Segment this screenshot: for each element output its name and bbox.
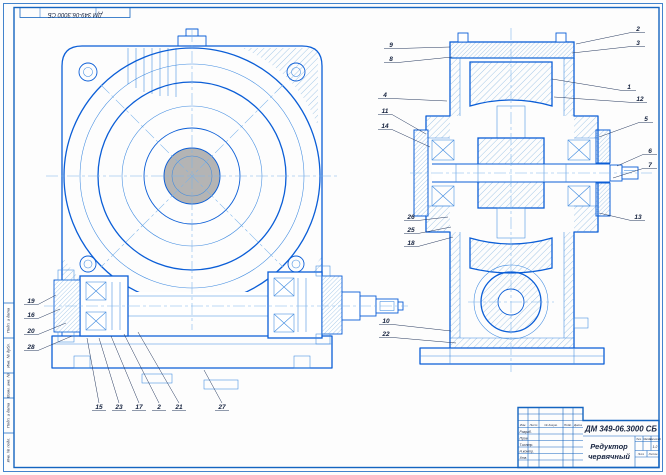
callout-label: 1 — [627, 84, 631, 91]
worm-shaft-end — [341, 291, 404, 321]
sheet-frame — [3, 3, 663, 472]
margin-label: Подп. и дата — [6, 307, 11, 333]
header-izm: Изм. — [520, 423, 527, 427]
callout-label: 27 — [217, 404, 226, 411]
sheets-label: Листов — [648, 453, 658, 456]
row-nkontr: Н.контр. — [520, 449, 534, 453]
callout-label: 7 — [648, 162, 652, 169]
callout-label: 5 — [644, 116, 648, 123]
callout-label: 12 — [636, 96, 644, 103]
callout-label: 15 — [95, 404, 103, 411]
callout-label: 17 — [135, 404, 143, 411]
sheet-label: Лист — [637, 453, 644, 456]
row-prov: Пров. — [520, 436, 529, 440]
document-number: ДМ 349-06.3000 СБ — [584, 425, 657, 434]
bearing-caps — [413, 129, 611, 217]
centerlines — [44, 30, 408, 330]
callout-label: 4 — [382, 92, 387, 99]
header-list: Лист — [529, 423, 538, 427]
drain-plug — [573, 317, 589, 329]
header-podp: Подп. — [564, 423, 572, 427]
section-hatch — [242, 48, 318, 126]
callout-label: 19 — [27, 298, 35, 305]
mass-label: Масса — [643, 438, 651, 441]
callout-label: 22 — [381, 331, 390, 338]
margin-label: Инв. № подл. — [6, 438, 11, 463]
margin-label: Взам. инв. № — [6, 372, 11, 397]
row-utv: Утв. — [520, 456, 528, 460]
callout-label: 14 — [381, 123, 389, 130]
row-tkontr: Т.контр. — [520, 443, 534, 447]
callout-label: 25 — [406, 227, 415, 234]
scale-label: Масштаб — [649, 438, 661, 441]
callout-label: 26 — [406, 214, 415, 221]
callout-label: 6 — [648, 148, 652, 155]
callout-label: 20 — [26, 328, 35, 335]
callout-label: 11 — [382, 108, 389, 115]
part-name-line2: червячный — [588, 452, 630, 461]
callout-label: 10 — [382, 318, 390, 325]
header-doc: № докум. — [544, 423, 557, 427]
callouts-left-view: 19 16 20 28 15 23 17 2 21 27 — [24, 294, 229, 411]
callouts-right-view: 9 8 4 11 14 26 25 18 10 22 2 3 1 12 5 6 … — [378, 26, 657, 344]
right-view — [410, 28, 652, 372]
margin-column: Инв. № подл. Подп. и дата Взам. инв. № И… — [3, 302, 14, 463]
callout-label: 18 — [407, 240, 415, 247]
output-shaft-bearings — [431, 139, 591, 207]
callout-label: 28 — [26, 344, 35, 351]
cooling-ribs — [127, 48, 177, 97]
callout-label: 2 — [635, 26, 640, 33]
corner-stamp: ДМ 349-06.3000 СБ — [19, 7, 131, 18]
part-name-line1: Редуктор — [590, 442, 628, 451]
top-cover — [449, 32, 575, 59]
callout-label: 21 — [174, 404, 183, 411]
scale-value: 1:2 — [653, 445, 658, 449]
callout-label: 13 — [634, 214, 642, 221]
callout-label: 16 — [27, 312, 35, 319]
base-section — [419, 347, 605, 365]
left-view — [44, 28, 408, 390]
callout-label: 3 — [636, 40, 640, 47]
header-date: Дата — [573, 423, 582, 427]
lit-label: Лит. — [635, 438, 642, 441]
callout-label: 9 — [389, 42, 393, 49]
corner-stamp-number: ДМ 349-06.3000 СБ — [48, 11, 104, 17]
callout-label: 8 — [389, 56, 393, 63]
row-razrab: Разраб. — [520, 430, 532, 434]
callout-label: 23 — [114, 404, 123, 411]
callout-label: 2 — [156, 404, 161, 411]
centerlines — [410, 28, 652, 372]
margin-label: Инв. № дубл. — [6, 343, 11, 368]
title-block: Изм. Лист № докум. Подп. Дата Разраб. Пр… — [517, 406, 661, 469]
margin-label: Подп. и дата — [6, 402, 11, 428]
